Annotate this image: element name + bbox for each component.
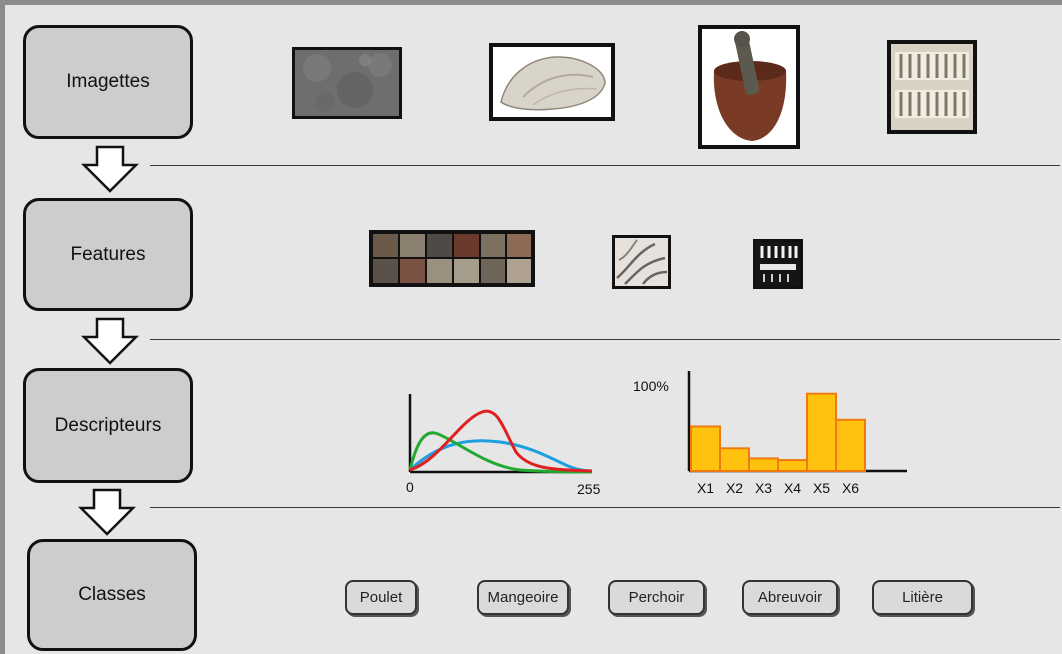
bar-tick-label: X3 xyxy=(755,480,772,496)
stage-imagettes-label: Imagettes xyxy=(66,71,150,92)
descriptor-bar-chart: 100% X1 X2 X3 X4 X5 X6 xyxy=(633,371,907,496)
bar-x1 xyxy=(690,425,721,472)
stage-descripteurs: Descripteurs xyxy=(23,368,193,483)
histogram-curve-red xyxy=(409,409,593,473)
histogram-x-end-label: 255 xyxy=(577,481,601,497)
bar-x2 xyxy=(719,447,750,472)
stage-descripteurs-label: Descripteurs xyxy=(54,414,162,436)
histogram-x-start-label: 0 xyxy=(406,479,414,495)
histogram-curve-green xyxy=(408,431,593,474)
class-button-perchoir[interactable]: Perchoir xyxy=(608,580,705,615)
feature-grid-patch xyxy=(753,239,803,289)
stage-features: Features xyxy=(23,198,193,311)
bar-x6 xyxy=(835,418,866,472)
stage-imagettes: Imagettes xyxy=(23,25,193,139)
separator-line xyxy=(150,165,1060,166)
stage-features-label: Features xyxy=(70,243,146,265)
feature-shell-patch xyxy=(612,235,671,289)
imagette-grid-thumbnail xyxy=(887,40,977,134)
bar-chart-y-label: 100% xyxy=(633,378,669,394)
bar-tick-label: X2 xyxy=(726,480,743,496)
bar-x4 xyxy=(777,459,808,473)
color-histogram-chart: 0 255 xyxy=(406,394,601,497)
class-button-poulet[interactable]: Poulet xyxy=(345,580,417,615)
feature-patch-grid xyxy=(369,230,535,287)
bar-tick-label: X1 xyxy=(697,480,714,496)
imagette-mortar-thumbnail xyxy=(698,25,800,149)
bar-tick-label: X6 xyxy=(842,480,859,496)
down-arrow-icon xyxy=(77,488,137,536)
down-arrow-icon xyxy=(80,145,140,193)
down-arrow-icon xyxy=(80,317,140,365)
stage-classes-label: Classes xyxy=(78,584,146,605)
imagette-shell-thumbnail xyxy=(489,43,615,121)
class-button-abreuvoir[interactable]: Abreuvoir xyxy=(742,580,838,615)
bar-x5 xyxy=(806,392,837,472)
bar-tick-label: X5 xyxy=(813,480,830,496)
class-button-mangeoire[interactable]: Mangeoire xyxy=(477,580,569,615)
imagette-texture-thumbnail xyxy=(292,47,402,119)
stage-classes: Classes xyxy=(27,539,197,651)
bar-x3 xyxy=(748,457,779,473)
class-button-litiere[interactable]: Litière xyxy=(872,580,973,615)
separator-line xyxy=(150,339,1060,340)
separator-line xyxy=(150,507,1060,508)
bar-tick-label: X4 xyxy=(784,480,801,496)
